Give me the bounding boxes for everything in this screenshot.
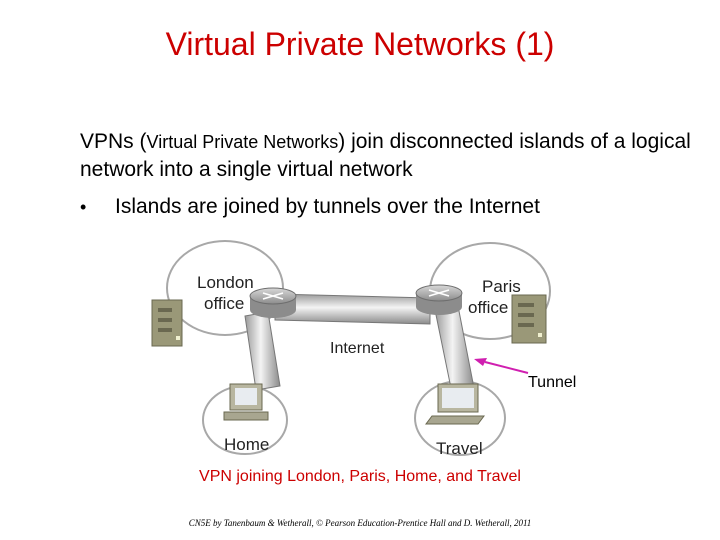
tunnel-pointer-arrowhead [474, 358, 487, 366]
tunnel-london-paris [274, 293, 431, 325]
slide-title: Virtual Private Networks (1) [165, 26, 555, 62]
london-label-line1: London [197, 273, 254, 292]
london-router-icon [249, 287, 297, 318]
internet-label: Internet [330, 340, 385, 357]
copyright-footer: CN5E by Tanenbaum & Wetherall, © Pearson… [188, 518, 532, 528]
intro-part-2: ) join disconnected islands of a logical… [80, 130, 691, 181]
travel-label: Travel [436, 439, 483, 458]
london-server-icon [151, 299, 183, 347]
bullet-item: • Islands are joined by tunnels over the … [80, 193, 540, 221]
intro-part-1: VPNs ( [80, 130, 147, 153]
tunnel-london-home [244, 311, 281, 391]
travel-laptop-icon [425, 383, 485, 425]
tunnel-pointer-line [484, 361, 529, 374]
figure-caption: VPN joining London, Paris, Home, and Tra… [199, 468, 521, 485]
paris-router-icon [415, 284, 463, 315]
home-label: Home [224, 435, 269, 454]
vpn-diagram: London office Paris office Internet Home… [151, 240, 576, 458]
paris-label-line2: office [468, 298, 508, 317]
tunnel-label: Tunnel [528, 374, 576, 391]
intro-text: VPNs (Virtual Private Networks) join dis… [80, 128, 700, 184]
intro-small-text: Virtual Private Networks [146, 132, 339, 152]
paris-server-icon [511, 294, 547, 344]
london-label-line2: office [204, 294, 244, 313]
home-computer-icon [223, 383, 269, 421]
bullet-symbol: • [80, 197, 87, 217]
paris-label-line1: Paris [482, 277, 521, 296]
bullet-text: Islands are joined by tunnels over the I… [115, 195, 540, 218]
